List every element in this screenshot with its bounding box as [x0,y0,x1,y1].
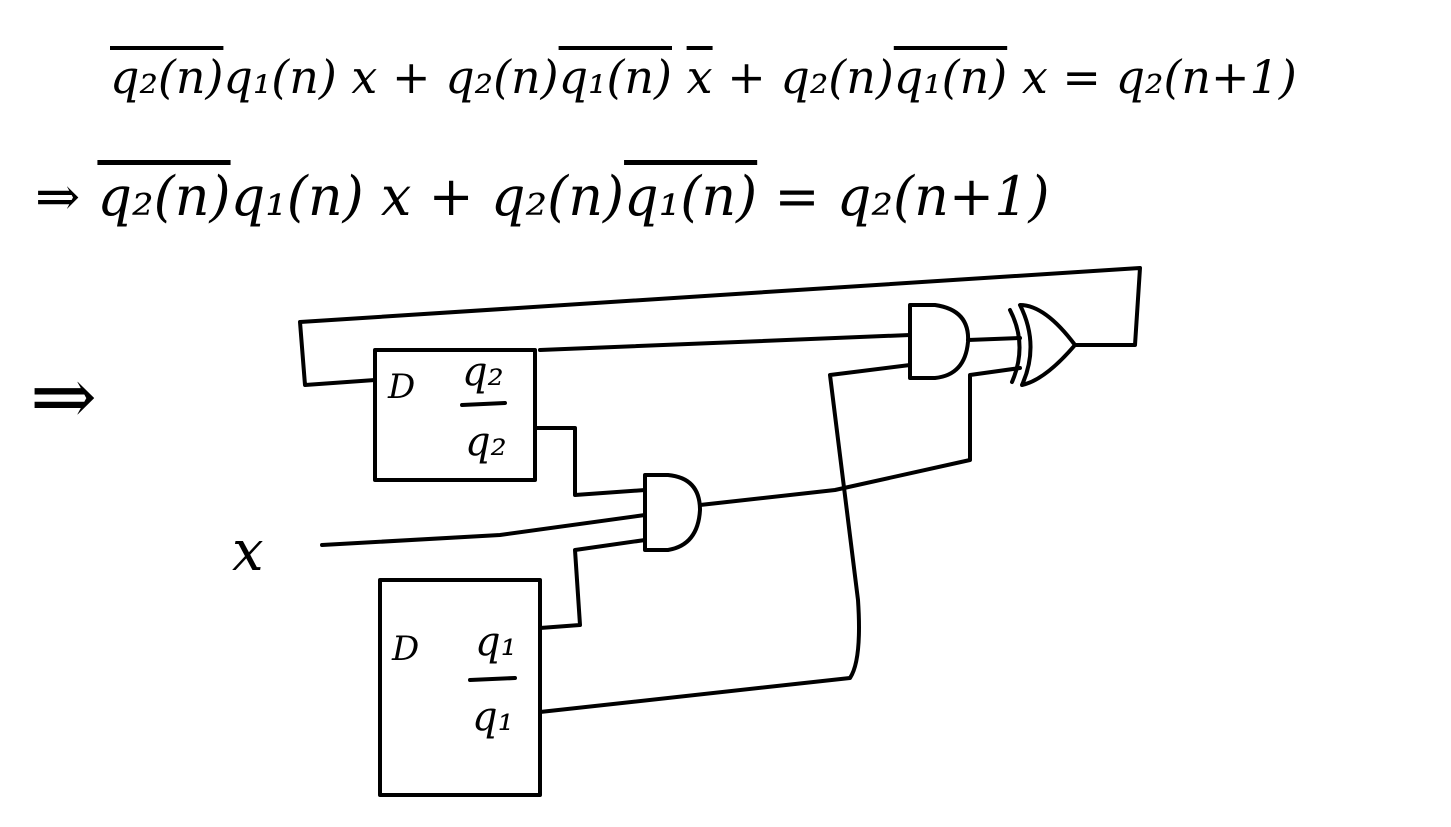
eq1-equals: = [1062,50,1101,104]
feedback-wire [298,266,1142,387]
eq1-term: q₁(n) x [223,50,378,104]
wire-q2-to-and [538,333,912,352]
ff2-q-label: q₁ [475,619,517,665]
eq2-term-q1n-bar: q₁(n) [624,165,758,228]
eq2-term: q₂(n) [490,165,625,228]
eq1-term-q1n-bar: q₁(n) [558,50,672,104]
and-gate-top [908,303,971,380]
or-gate [1018,303,1077,387]
eq1-term: q₂(n) [445,50,559,104]
or-gate-back-curve [1008,308,1022,384]
ff1-d-label: D [387,367,415,407]
equation-line-2: ⇒ q₂(n)q₁(n) x + q₂(n)q₁(n) = q₂(n+1) [35,165,1050,228]
eq1-plus: + [727,50,766,104]
wire-and-top-to-or [966,336,1022,342]
eq1-result: q₂(n+1) [1115,50,1297,104]
eq2-equals: = [774,165,820,228]
eq1-term-q1n-bar: q₁(n) [893,50,1008,104]
eq2-plus: + [428,165,474,228]
wire-and-to-or [698,366,1022,507]
ff2-d-label: D [391,629,419,669]
ff1-qbar-overline [460,401,507,407]
ff1-qbar-label: q₂ [465,419,507,465]
wire-q2bar-to-and [533,426,647,497]
input-x-label: x [232,519,264,584]
eq2-term: q₁(n) x [230,165,412,228]
ff2-qbar-overline [468,676,517,682]
eq2-result: q₂(n+1) [836,165,1050,228]
flipflop-q1-box [378,578,542,797]
eq1-term-x-bar: x [686,50,713,104]
equation-line-1: q₂(n)q₁(n) x + q₂(n)q₁(n) x + q₂(n)q₁(n)… [110,50,1297,104]
ff2-qbar-label: q₁ [472,694,514,740]
eq1-term-q2n-bar: q₂(n) [110,50,224,104]
wire-q1-to-and [538,538,647,630]
wire-q1bar-to-and [538,363,912,714]
eq1-plus: + [392,50,431,104]
implies-arrow-diagram: ⇒ [30,350,98,443]
ff1-q-label: q₂ [462,349,504,395]
flipflop-q2-box [373,348,537,482]
eq1-term: q₂(n) [780,50,894,104]
implies-arrow: ⇒ [35,165,81,228]
eq2-term-q2n-bar: q₂(n) [97,165,231,228]
and-gate-middle [643,473,702,552]
eq1-term-x: x [1021,50,1048,104]
wire-x-input [320,513,647,547]
